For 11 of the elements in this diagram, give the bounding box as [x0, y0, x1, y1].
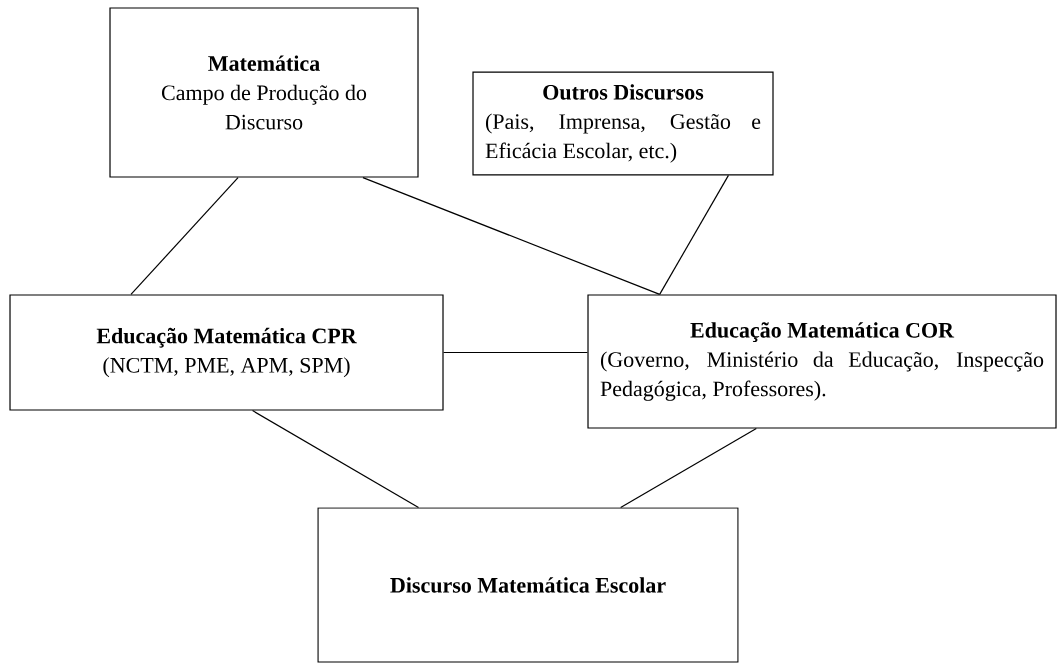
connector-line	[362, 177, 661, 295]
text-box: Outros Discursos (Pais, Imprensa, Gestão e Eficácia Escolar, etc.)	[472, 71, 774, 176]
connector-line	[251, 410, 420, 508]
connector-line	[659, 174, 730, 295]
connector-line	[443, 351, 588, 354]
text-box: Educação Matemática CPR (NCTM, PME, APM, SPM)	[9, 294, 444, 411]
connector-line	[620, 428, 757, 508]
text-box: Discurso Matemática Escolar	[317, 507, 739, 663]
connector-line	[130, 177, 239, 295]
text-box: Educação Matemática COR (Governo, Ministério da Educação, Inspecção Pedagógica, Professores).	[587, 294, 1057, 429]
text-box: Matemática Campo de Produção do Discurso	[109, 7, 419, 178]
